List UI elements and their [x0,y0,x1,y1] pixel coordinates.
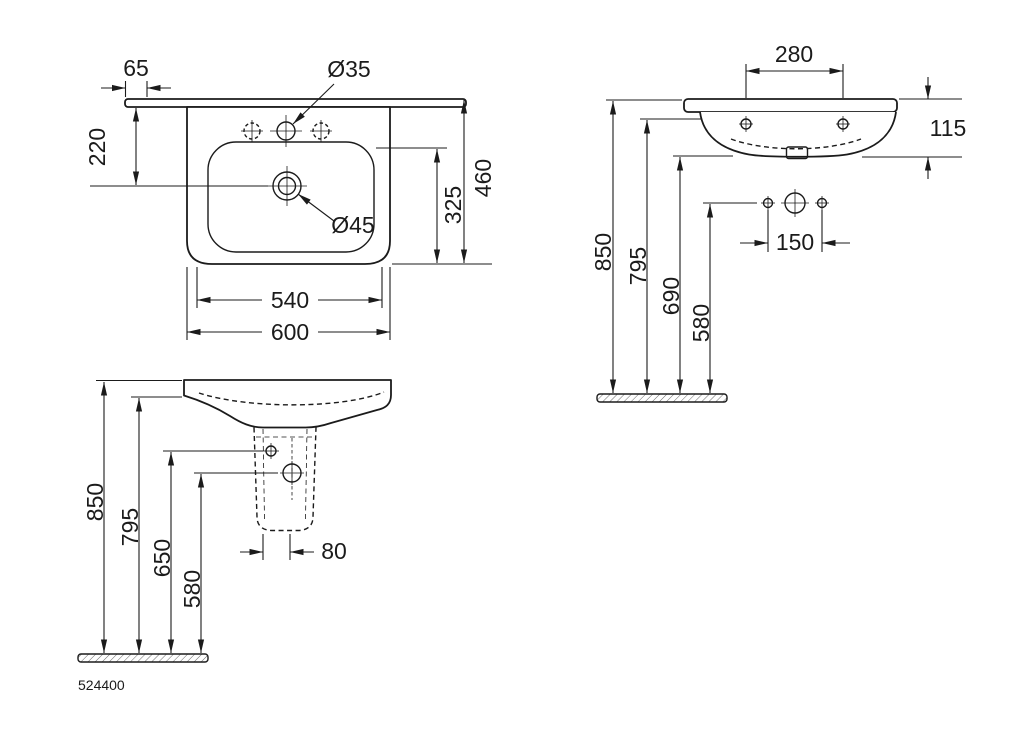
basin-profile-side [183,379,392,429]
drain-fitting [785,146,809,160]
dimension-795-front: 795 [625,118,701,393]
dim-label-795: 795 [625,247,651,285]
hidden-line [262,428,265,520]
product-code: 524400 [78,677,125,693]
tap-hole-right-optional [312,122,330,140]
tap-hole-center [276,121,296,141]
dim-label-795: 795 [117,508,143,546]
dim-label-650: 650 [149,539,175,577]
bowl-outline [207,141,375,253]
dim-label-850: 850 [590,233,616,271]
hidden-bowl-line [198,391,385,406]
dim-label-325: 325 [440,186,466,224]
tap-hole-left-optional [243,122,261,140]
dim-label-540: 540 [271,287,309,313]
tap-hole-center [784,192,806,214]
side-view: 80 850 795 650 580 524400 [77,379,392,693]
dim-label-600: 600 [271,319,309,345]
dim-label-tap-hole-diameter: Ø35 [327,56,370,82]
dim-label-460: 460 [470,159,496,197]
dimension-580-side: 580 [179,472,278,653]
dimension-850-front: 850 [590,99,682,393]
siphon-cover-outline [253,427,317,532]
hidden-line [305,428,308,520]
dimension-580-front: 580 [688,202,757,393]
dimension-220: 220 [84,108,268,187]
fixing-hole-left [740,118,752,130]
dimension-460: 460 [392,100,496,265]
tap-hole-left [762,197,774,209]
dimension-650-side: 650 [149,450,263,653]
dimension-795-side: 795 [117,396,182,653]
drain-inner-circle [277,176,297,196]
dimension-150: 150 [740,210,850,255]
dimension-115: 115 [862,77,966,179]
fixing-hole-right [837,118,849,130]
dimension-600: 600 [186,267,391,345]
dim-label-80: 80 [321,538,347,564]
drain-outer-circle [272,171,302,201]
fixing-hole [265,445,277,457]
dimension-80: 80 [240,534,347,564]
tap-hole-right [816,197,828,209]
dimension-325: 325 [376,147,466,263]
rim-outline [683,98,898,113]
dim-label-65: 65 [123,55,149,81]
dim-label-280: 280 [775,41,813,67]
dim-label-690: 690 [658,277,684,315]
dim-label-220: 220 [84,128,110,166]
basin-body-front [699,111,897,158]
tap-hole-detail [761,189,829,217]
dim-label-580: 580 [179,570,205,608]
plan-view: Ø35 Ø45 65 220 460 325 [84,55,496,345]
leader-line-drain [297,193,335,222]
dimension-280: 280 [745,41,844,98]
front-view: 280 115 150 [590,41,966,403]
dim-label-850: 850 [82,483,108,521]
floor-line-side [77,653,209,663]
dimension-690-front: 690 [658,155,733,393]
basin-outline-plan [186,106,391,265]
dimension-850-side: 850 [82,379,182,653]
dim-label-drain-diameter: Ø45 [331,212,374,238]
dimension-540: 540 [196,267,383,313]
leader-line-tap-hole [292,83,335,125]
dim-label-115: 115 [930,115,967,141]
dimension-65: 65 [101,55,171,97]
counter-edge [124,98,467,108]
dim-label-580: 580 [688,304,714,342]
outlet-hole [282,463,302,483]
dim-label-150: 150 [776,229,814,255]
floor-line-front [596,393,728,403]
hidden-bowl-line [730,138,862,150]
